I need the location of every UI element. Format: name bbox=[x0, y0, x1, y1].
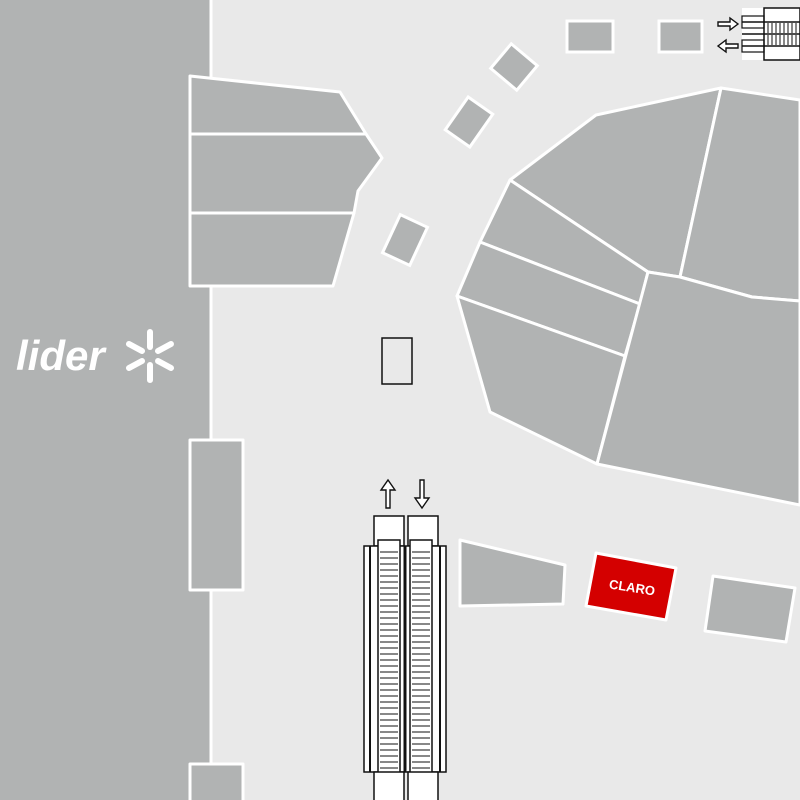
info-point-outline[interactable] bbox=[381, 337, 413, 385]
store-claro[interactable] bbox=[584, 551, 678, 622]
claro-label: CLARO bbox=[608, 576, 656, 598]
store-bottom-3[interactable] bbox=[703, 574, 797, 644]
spark-icon bbox=[126, 329, 174, 383]
store-left-lower[interactable] bbox=[188, 438, 245, 592]
kiosk-top-2[interactable] bbox=[657, 19, 704, 54]
kiosk-diagonal-1[interactable] bbox=[488, 41, 540, 93]
store-bottom-1[interactable] bbox=[458, 538, 567, 608]
lider-logo-text: lider bbox=[16, 332, 107, 379]
arrow-up-icon bbox=[379, 478, 397, 509]
store-cluster-large[interactable] bbox=[595, 270, 800, 507]
escalator-icon[interactable] bbox=[741, 7, 800, 61]
kiosk-diagonal-3[interactable] bbox=[380, 212, 430, 268]
store-left-bottom-edge[interactable] bbox=[188, 762, 245, 800]
anchor-store-lider[interactable] bbox=[0, 0, 211, 800]
escalator-icon[interactable] bbox=[363, 515, 447, 800]
kiosk-diagonal-2[interactable] bbox=[443, 94, 495, 150]
arrow-left-icon bbox=[716, 38, 739, 54]
kiosk-top-1[interactable] bbox=[565, 19, 615, 54]
arrow-down-icon bbox=[413, 479, 431, 510]
arrow-right-icon bbox=[717, 16, 740, 32]
store-left-middle[interactable] bbox=[188, 132, 384, 215]
store-left-bottom[interactable] bbox=[188, 211, 356, 288]
